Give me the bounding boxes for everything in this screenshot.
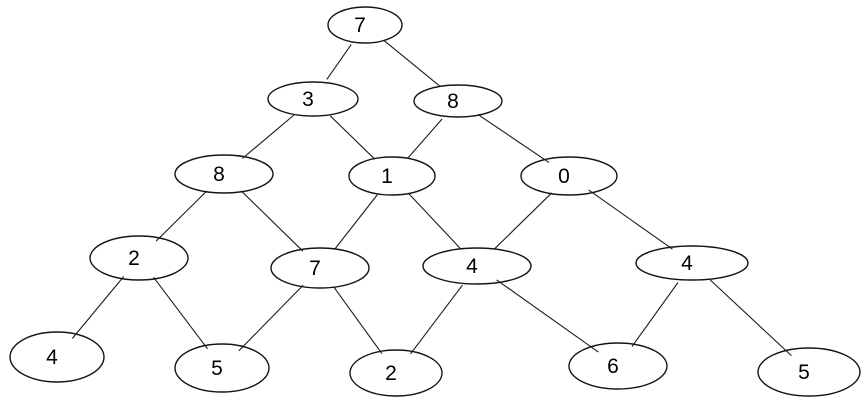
node-ellipse-r3c2: [422, 247, 532, 285]
edge-r1c0-r2c1: [329, 115, 376, 160]
node-ellipse-r2c0: [174, 154, 274, 194]
edge-r2c1-r3c1: [334, 194, 378, 250]
node-label-r3c0: 2: [128, 247, 140, 270]
node-ellipse-r4c0: [9, 331, 105, 383]
node-ellipse-r4c3: [568, 342, 668, 390]
edge-r3c2-r4c2: [410, 284, 463, 355]
node-label-r2c0: 8: [213, 163, 225, 186]
edge-r3c0-r4c1: [153, 276, 208, 350]
node-ellipse-r3c0: [89, 235, 189, 281]
node-label-r4c2: 2: [385, 362, 397, 385]
edge-r3c1-r4c1: [238, 284, 304, 352]
node-ellipse-r3c1: [270, 247, 370, 289]
edge-r2c2-r3c2: [493, 192, 553, 250]
edge-r3c3-r4c3: [631, 282, 679, 347]
edge-r3c0-r4c0: [71, 276, 125, 339]
node-ellipse-r1c0: [267, 81, 359, 117]
edge-r1c1-r2c1: [407, 118, 443, 159]
node-label-r3c2: 4: [466, 255, 478, 278]
node-label-r3c3: 4: [681, 252, 693, 275]
edge-r3c1-r4c2: [333, 287, 383, 354]
node-label-r4c3: 6: [607, 355, 619, 378]
node-ellipse-r4c1: [174, 343, 270, 393]
node-label-r2c1: 1: [381, 165, 393, 188]
edge-r2c2-r3c3: [588, 189, 673, 250]
edge-r3c2-r4c3: [496, 279, 599, 353]
node-ellipse-r4c2: [349, 349, 443, 397]
node-ellipse-r0c0: [327, 6, 403, 44]
node-label-r4c1: 5: [211, 357, 223, 380]
edge-r1c1-r2c2: [477, 113, 550, 164]
node-label-r0c0: 7: [354, 14, 366, 37]
edge-r1c0-r2c0: [242, 114, 295, 159]
node-ellipse-r2c2: [520, 156, 618, 196]
node-label-r1c0: 3: [302, 88, 314, 111]
node-label-r1c1: 8: [447, 90, 459, 113]
node-label-r3c1: 7: [309, 257, 321, 280]
edge-r2c0-r3c0: [155, 190, 208, 242]
node-ellipse-r2c1: [348, 156, 436, 196]
edge-r0c0-r1c0: [326, 44, 352, 80]
node-label-r4c0: 4: [46, 346, 58, 369]
node-ellipse-r1c1: [413, 84, 503, 118]
edge-r2c1-r3c2: [408, 193, 461, 249]
node-ellipse-r4c4: [757, 347, 861, 397]
edge-r2c0-r3c1: [240, 190, 304, 252]
node-label-r4c4: 5: [798, 361, 810, 384]
node-label-r2c2: 0: [558, 165, 570, 188]
node-ellipse-r3c3: [635, 245, 749, 281]
edge-r0c0-r1c1: [383, 39, 440, 87]
edge-r3c3-r4c4: [709, 278, 792, 357]
